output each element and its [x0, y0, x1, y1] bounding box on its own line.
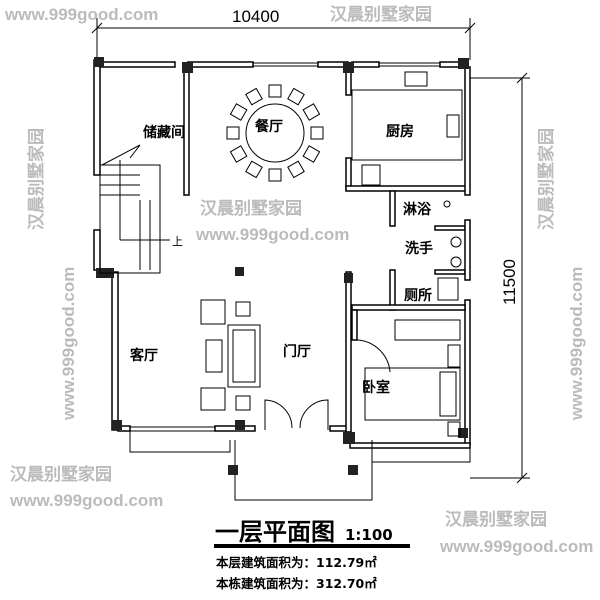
dining-chair	[287, 87, 305, 106]
dining-chair	[310, 126, 324, 140]
watermark-url: www.999good.com	[4, 5, 158, 24]
room-label-living: 客厅	[129, 347, 158, 364]
bedroom-fixtures	[356, 319, 461, 437]
dimension-depth	[470, 72, 530, 484]
room-label-storage: 储藏间	[142, 124, 185, 141]
watermark-url: www.999good.com	[9, 491, 163, 510]
watermark-brand: 汉晨别墅家园	[200, 198, 302, 219]
bathroom-fixtures	[437, 200, 462, 301]
dining-chair	[245, 87, 263, 106]
dining-chair	[229, 103, 248, 121]
drawing-title: 一层平面图 1:100	[215, 512, 393, 547]
watermark-brand: 汉晨别墅家园	[26, 128, 47, 230]
room-label-toilet: 厕所	[404, 287, 432, 304]
room-label-bedroom: 卧室	[362, 379, 390, 396]
watermark-url: www.999good.com	[195, 225, 349, 244]
entrance-door	[264, 399, 329, 430]
room-label-foyer: 门厅	[283, 343, 311, 360]
depth-dimension-label: 11500	[500, 259, 519, 305]
dining-chair	[226, 126, 240, 140]
watermark-brand: 汉晨别墅家园	[445, 509, 547, 530]
room-label-dining: 餐厅	[254, 118, 283, 135]
dining-chair	[302, 145, 321, 163]
dining-chair	[268, 84, 282, 98]
dining-chair	[287, 160, 305, 179]
width-dimension-label: 10400	[232, 7, 279, 26]
drawing-scale: 1:100	[345, 526, 393, 544]
watermark-brand: 汉晨别墅家园	[10, 464, 112, 485]
watermark: www.999good.com 汉晨别墅家园 汉晨别墅家园 www.999goo…	[4, 4, 593, 556]
dimension-width	[91, 18, 476, 60]
staircase	[99, 144, 170, 274]
title-underline	[214, 544, 410, 548]
room-label-shower: 淋浴	[403, 201, 432, 218]
dining-table	[226, 84, 324, 182]
watermark-url: www.999good.com	[439, 537, 593, 556]
dining-chair	[229, 145, 248, 163]
kitchen-fixtures	[351, 71, 463, 186]
title-text: 一层平面图	[215, 518, 335, 546]
floor-area-text: 本层建筑面积为：112.79㎡	[216, 555, 377, 570]
room-label-washroom: 洗手	[405, 240, 433, 257]
watermark-url: www.999good.com	[567, 267, 586, 421]
watermark-url: www.999good.com	[59, 267, 78, 421]
watermark-brand: 汉晨别墅家园	[330, 4, 432, 25]
total-area-text: 本栋建筑面积为：312.70㎡	[216, 576, 377, 591]
living-room-furniture	[200, 299, 261, 411]
dining-chair	[268, 168, 282, 182]
dining-chair	[245, 160, 263, 179]
dining-chair	[302, 103, 321, 121]
stair-up-label: 上	[172, 235, 183, 248]
watermark-brand: 汉晨别墅家园	[536, 128, 557, 230]
room-label-kitchen: 厨房	[386, 123, 414, 140]
